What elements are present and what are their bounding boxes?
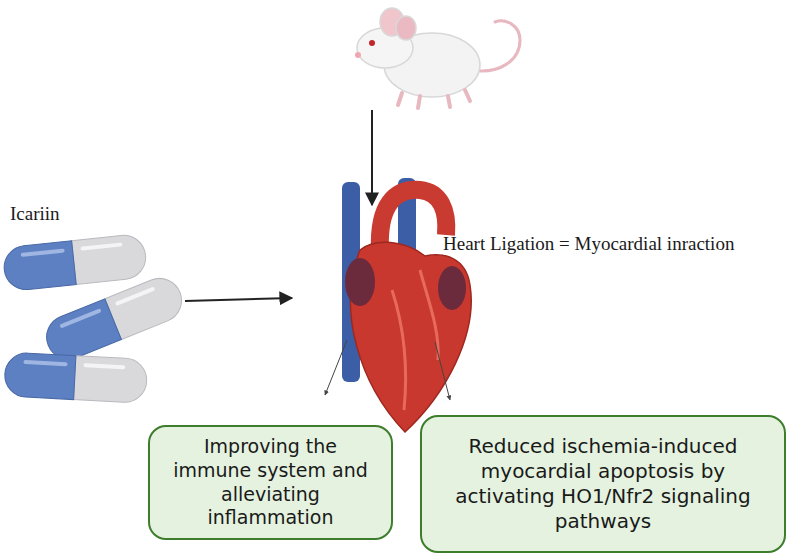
box-text: Reduced ischemia-induced myocardial apop… (434, 434, 772, 534)
arrow (325, 340, 347, 395)
arrow (435, 342, 450, 400)
mouse (355, 8, 520, 108)
box-text: Improving the immune system and alleviat… (162, 435, 379, 530)
procedure-label: Heart Ligation = Myocardial inraction (443, 233, 734, 255)
result-box: Reduced ischemia-induced myocardial apop… (420, 415, 786, 553)
drug-label: Icariin (10, 203, 60, 225)
result-box: Improving the immune system and alleviat… (148, 425, 393, 540)
capsules (2, 233, 188, 403)
heart (342, 178, 471, 432)
arrow (371, 110, 373, 205)
arrow (185, 298, 292, 301)
